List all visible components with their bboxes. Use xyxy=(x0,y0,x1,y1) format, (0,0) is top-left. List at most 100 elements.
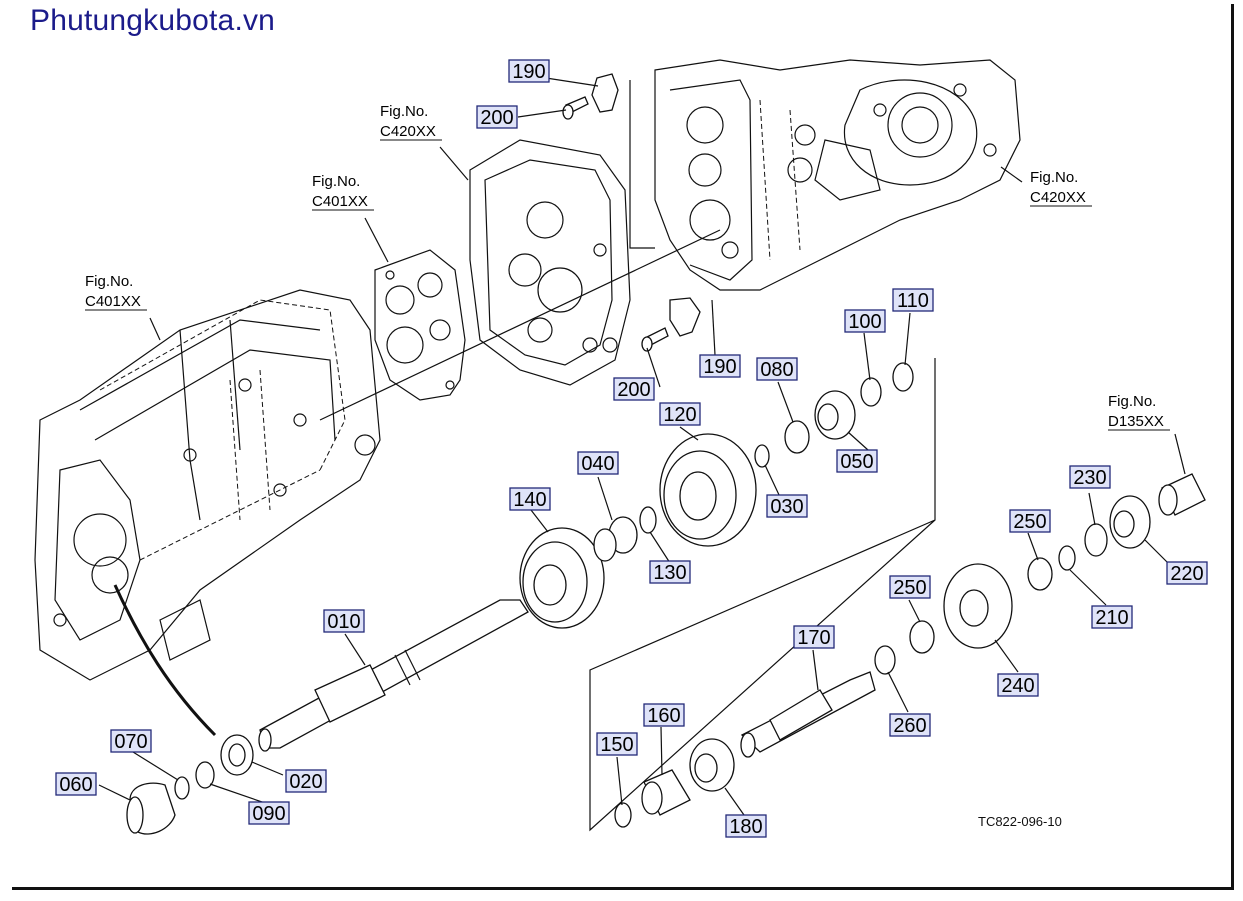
ring-260 xyxy=(874,645,896,675)
snap-ring-130 xyxy=(639,506,657,534)
part-label-text: 220 xyxy=(1170,563,1203,585)
part-label-text: 260 xyxy=(893,715,926,737)
part-label-box xyxy=(997,673,1039,697)
part-label-070[interactable]: 070 xyxy=(110,729,152,753)
part-label-text: 050 xyxy=(840,451,873,473)
snap-ring-150 xyxy=(614,802,632,828)
part-label-260[interactable]: 260 xyxy=(889,713,931,737)
part-label-box xyxy=(1166,561,1208,585)
plate-190-top xyxy=(591,73,619,113)
fig-ref-fig-c420-right[interactable]: Fig.No. C420XX xyxy=(1030,169,1092,207)
part-label-text: 230 xyxy=(1073,467,1106,489)
bushing-d135 xyxy=(1158,473,1206,516)
part-label-230[interactable]: 230 xyxy=(1069,465,1111,489)
bearing-220 xyxy=(1109,495,1151,549)
fig-ref-fig-c420-top[interactable]: Fig.No.C420XX xyxy=(380,103,442,141)
part-label-box xyxy=(577,451,619,475)
part-label-110[interactable]: 110 xyxy=(892,288,934,312)
center-line-lower xyxy=(139,469,321,561)
part-label-text: 080 xyxy=(760,359,793,381)
left-transmission-case xyxy=(34,289,381,681)
part-label-160[interactable]: 160 xyxy=(643,703,685,727)
part-label-box xyxy=(793,625,835,649)
needle-250-lower xyxy=(909,620,935,654)
part-label-box xyxy=(1009,509,1051,533)
part-label-text: 160 xyxy=(647,705,680,727)
fig-ref-fig-c401-left[interactable]: Fig.No.C401XX xyxy=(85,273,147,311)
part-label-130[interactable]: 130 xyxy=(649,560,691,584)
part-label-text: 020 xyxy=(289,771,322,793)
fig-ref-line2: C420XX xyxy=(380,123,436,140)
part-label-box xyxy=(889,713,931,737)
fig-ref-line1: Fig.No. xyxy=(1030,169,1078,186)
ring-090 xyxy=(195,761,215,789)
part-label-100[interactable]: 100 xyxy=(844,309,886,333)
part-label-150[interactable]: 150 xyxy=(596,732,638,756)
part-label-text: 070 xyxy=(114,731,147,753)
part-label-180[interactable]: 180 xyxy=(725,814,767,838)
leader-020-curve xyxy=(113,584,217,737)
ring-110 xyxy=(892,362,914,392)
part-label-140[interactable]: 140 xyxy=(509,487,551,511)
part-label-240[interactable]: 240 xyxy=(997,673,1039,697)
part-label-090[interactable]: 090 xyxy=(248,801,290,825)
site-title[interactable]: Phutungkubota.vn xyxy=(30,4,276,37)
part-label-box xyxy=(756,357,798,381)
part-label-box xyxy=(323,609,365,633)
part-label-text: 150 xyxy=(600,734,633,756)
part-label-220[interactable]: 220 xyxy=(1166,561,1208,585)
part-label-080[interactable]: 080 xyxy=(756,357,798,381)
part-label-120[interactable]: 120 xyxy=(659,402,701,426)
part-label-box xyxy=(643,703,685,727)
fig-ref-fig-c401-mid[interactable]: Fig.No.C401XX xyxy=(312,173,374,211)
part-label-250[interactable]: 250 xyxy=(889,575,931,599)
needle-250-upper xyxy=(1027,557,1053,591)
part-label-170[interactable]: 170 xyxy=(793,625,835,649)
part-label-box xyxy=(476,105,518,129)
part-label-250[interactable]: 250 xyxy=(1009,509,1051,533)
fig-ref-line2: C420XX xyxy=(1030,189,1086,206)
center-line-upper xyxy=(319,229,721,421)
upper-right-case xyxy=(654,59,1021,291)
part-label-text: 040 xyxy=(581,453,614,475)
part-label-190[interactable]: 190 xyxy=(508,59,550,83)
part-label-box xyxy=(659,402,701,426)
part-label-040[interactable]: 040 xyxy=(577,451,619,475)
part-label-200[interactable]: 200 xyxy=(476,105,518,129)
part-label-box xyxy=(766,494,808,518)
part-label-190[interactable]: 190 xyxy=(699,354,741,378)
fig-ref-line2: C401XX xyxy=(85,293,141,310)
part-label-text: 200 xyxy=(480,107,513,129)
bolt-200-top xyxy=(562,96,589,120)
part-label-210[interactable]: 210 xyxy=(1091,605,1133,629)
bearing-050 xyxy=(814,390,856,440)
part-label-box xyxy=(285,769,327,793)
part-label-text: 140 xyxy=(513,489,546,511)
part-label-box xyxy=(248,801,290,825)
part-label-020[interactable]: 020 xyxy=(285,769,327,793)
part-label-text: 180 xyxy=(729,816,762,838)
part-label-030[interactable]: 030 xyxy=(766,494,808,518)
needle-bearing-040 xyxy=(593,516,638,562)
gear-140 xyxy=(519,527,605,629)
part-label-060[interactable]: 060 xyxy=(55,772,97,796)
snap-ring-030 xyxy=(754,444,770,468)
gasket-plate xyxy=(374,249,466,401)
fig-ref-fig-d135[interactable]: Fig.No.D135XX xyxy=(1108,393,1170,431)
snap-ring-070 xyxy=(174,776,190,800)
leader-190-top xyxy=(629,80,655,249)
part-label-text: 110 xyxy=(897,290,929,312)
part-label-box xyxy=(509,487,551,511)
part-label-050[interactable]: 050 xyxy=(836,449,878,473)
part-label-200[interactable]: 200 xyxy=(613,377,655,401)
part-label-010[interactable]: 010 xyxy=(323,609,365,633)
part-label-box xyxy=(508,59,550,83)
countershaft-170 xyxy=(740,671,876,758)
collar-160 xyxy=(641,769,691,816)
part-label-box xyxy=(889,575,931,599)
part-label-box xyxy=(836,449,878,473)
main-shaft-010 xyxy=(258,599,529,752)
diagram-frame xyxy=(12,4,1234,890)
